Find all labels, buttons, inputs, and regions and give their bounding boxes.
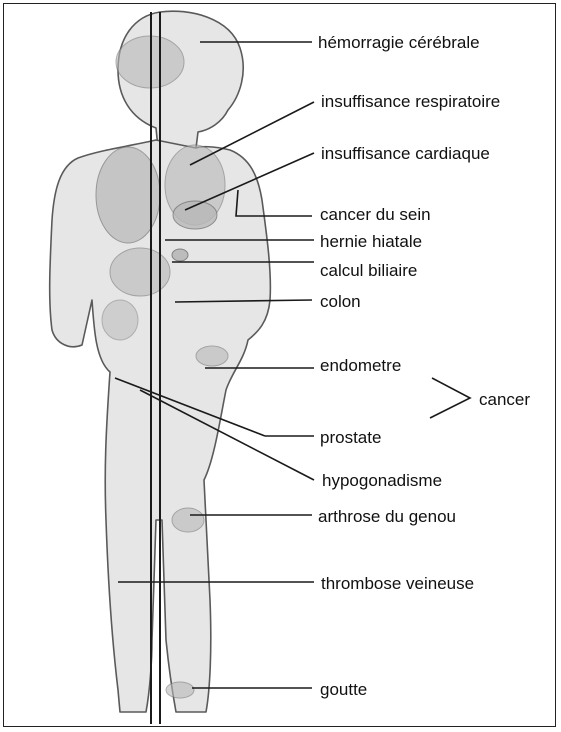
label-hypogonadisme: hypogonadisme [322,472,442,489]
label-endometre: endometre [320,357,401,374]
label-insuffisance-cardiaque: insuffisance cardiaque [321,145,490,162]
label-prostate: prostate [320,429,381,446]
label-arthrose-du-genou: arthrose du genou [318,508,456,525]
label-insuffisance-respiratoire: insuffisance respiratoire [321,93,500,110]
label-thrombose-veineuse: thrombose veineuse [321,575,474,592]
label-goutte: goutte [320,681,367,698]
label-cancer-du-sein: cancer du sein [320,206,431,223]
label-cancer: cancer [479,391,530,408]
label-calcul-biliaire: calcul biliaire [320,262,417,279]
label-colon: colon [320,293,361,310]
label-hemorragie-cerebrale: hémorragie cérébrale [318,34,480,51]
label-hernie-hiatale: hernie hiatale [320,233,422,250]
